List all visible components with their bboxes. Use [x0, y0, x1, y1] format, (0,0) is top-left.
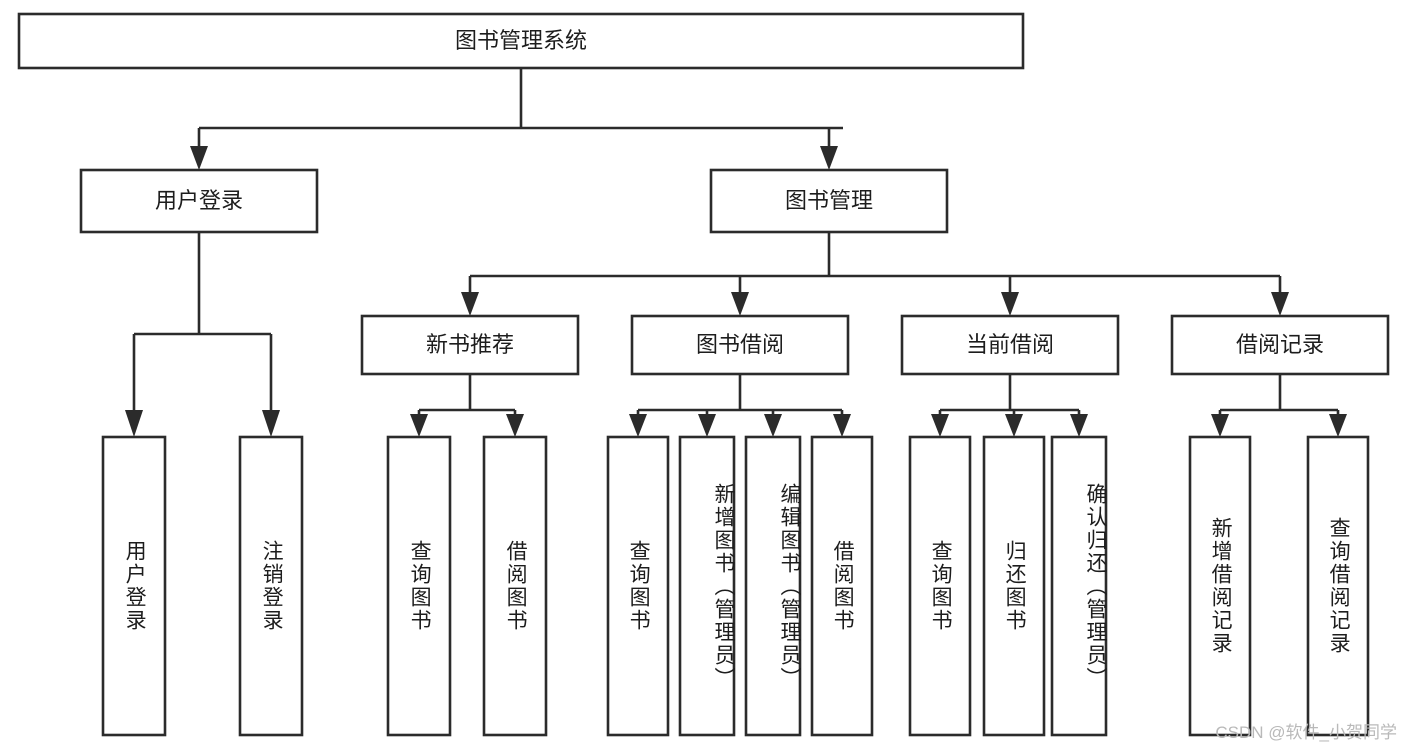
leaf-rect-query-book-2[interactable]: [606, 435, 670, 737]
node-user-login[interactable]: 用户登录: [79, 168, 319, 234]
leaf-rect-add-record[interactable]: [1188, 435, 1252, 737]
node-new-book-recommend-label: 新书推荐: [426, 332, 514, 357]
node-borrow-record-label: 借阅记录: [1236, 332, 1324, 357]
csdn-watermark: CSDN @软件_小贺同学: [1215, 723, 1397, 742]
node-current-borrow-label: 当前借阅: [966, 332, 1054, 357]
node-book-management-rect[interactable]: [709, 168, 949, 234]
node-user-login-rect[interactable]: [79, 168, 319, 234]
connector-borrow-to-leaves: [629, 374, 851, 437]
node-book-management[interactable]: 图书管理: [709, 168, 949, 234]
leaf-rect-edit-book-admin[interactable]: [744, 435, 802, 737]
leaf-rect-add-book-admin[interactable]: [678, 435, 736, 737]
connector-bookmgmt-to-level2: [461, 232, 1289, 316]
leaf-rect-query-book-3[interactable]: [908, 435, 972, 737]
connector-userlogin-to-leaves: [125, 232, 280, 437]
leaf-rect-user-login[interactable]: [101, 435, 167, 737]
node-current-borrow[interactable]: 当前借阅: [900, 314, 1120, 376]
connector-current-to-leaves: [931, 374, 1088, 437]
node-root[interactable]: 图书管理系统: [17, 12, 1025, 70]
node-user-login-label: 用户登录: [155, 188, 243, 213]
leaf-rect-return-book[interactable]: [982, 435, 1046, 737]
leaf-rects: [101, 435, 1370, 737]
node-borrow-record-rect[interactable]: [1170, 314, 1390, 376]
node-new-book-recommend-rect[interactable]: [360, 314, 580, 376]
connector-record-to-leaves: [1211, 374, 1347, 437]
node-borrow-record[interactable]: 借阅记录: [1170, 314, 1390, 376]
node-book-borrow-rect[interactable]: [630, 314, 850, 376]
leaf-rect-query-book-1[interactable]: [386, 435, 452, 737]
node-book-borrow-label: 图书借阅: [696, 332, 784, 357]
node-book-borrow[interactable]: 图书借阅: [630, 314, 850, 376]
leaf-rect-query-record[interactable]: [1306, 435, 1370, 737]
node-book-management-label: 图书管理: [785, 188, 873, 213]
node-new-book-recommend[interactable]: 新书推荐: [360, 314, 580, 376]
node-current-borrow-rect[interactable]: [900, 314, 1120, 376]
leaf-rect-confirm-return[interactable]: [1050, 435, 1108, 737]
connector-root-to-level1: [190, 68, 843, 170]
leaf-rect-borrow-book-2[interactable]: [810, 435, 874, 737]
leaf-rect-logout[interactable]: [238, 435, 304, 737]
node-root-rect[interactable]: [17, 12, 1025, 70]
connector-newbook-to-leaves: [410, 374, 524, 437]
leaf-rect-borrow-book-1[interactable]: [482, 435, 548, 737]
node-root-label: 图书管理系统: [455, 28, 587, 53]
